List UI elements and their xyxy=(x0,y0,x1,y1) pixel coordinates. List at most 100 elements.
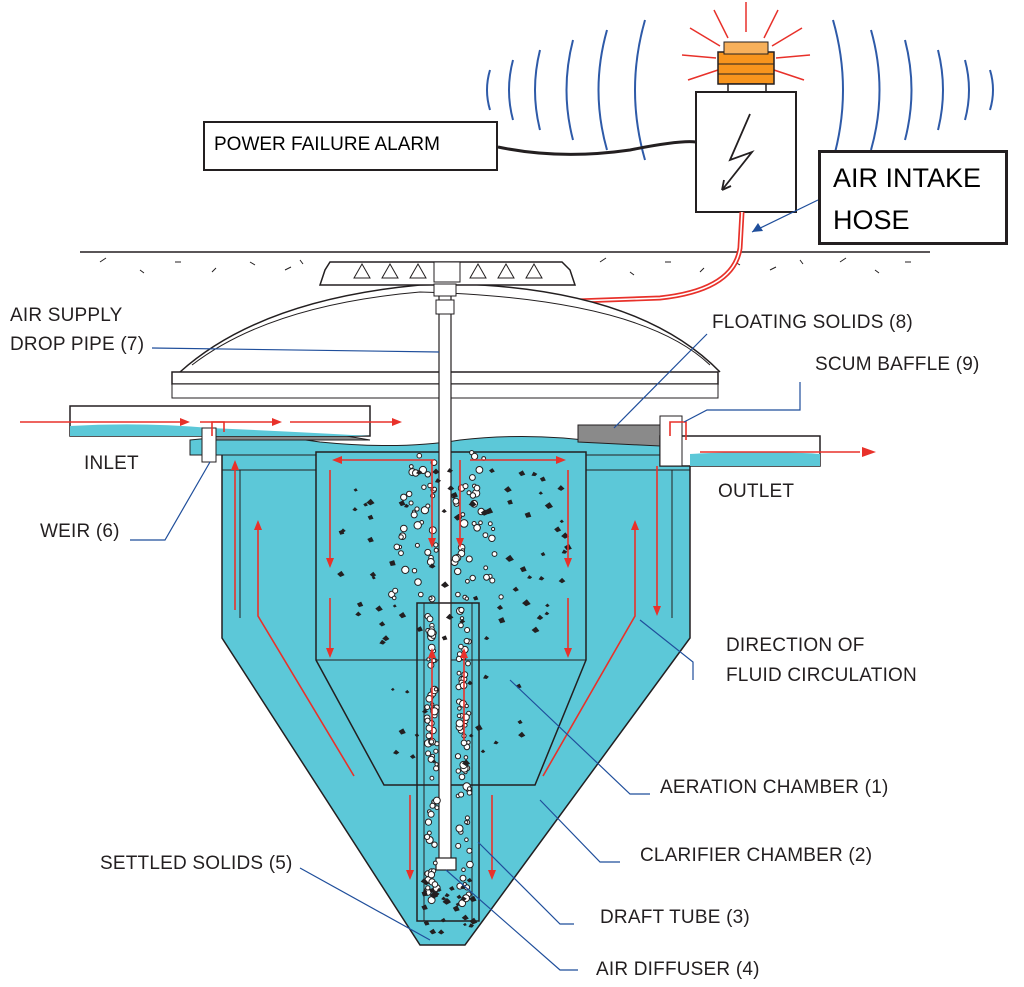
air-diffuser-label: AIR DIFFUSER (4) xyxy=(596,959,760,980)
air-bubble xyxy=(424,704,431,710)
air-bubble xyxy=(393,543,401,551)
solid-particle xyxy=(453,905,460,911)
floating-solids-label: FLOATING SOLIDS (8) xyxy=(712,312,913,333)
air-bubble xyxy=(464,596,469,601)
air-bubble xyxy=(418,591,424,598)
solid-particle xyxy=(559,519,564,523)
air-bubble xyxy=(432,486,438,492)
solid-particle xyxy=(429,887,436,894)
air-bubble xyxy=(489,577,496,584)
air-bubble xyxy=(433,765,440,772)
air-bubble xyxy=(428,596,433,601)
air-supply-label-line2: DROP PIPE (7) xyxy=(10,334,145,355)
air-bubble xyxy=(455,719,464,728)
solid-particle xyxy=(466,877,473,883)
solid-particle xyxy=(434,478,441,483)
air-bubble xyxy=(487,521,493,527)
alarm-cable xyxy=(497,140,697,156)
solid-particle xyxy=(403,503,410,508)
solid-particle xyxy=(488,468,495,474)
solid-particle xyxy=(468,923,475,928)
air-bubble xyxy=(498,594,504,600)
solid-particle xyxy=(441,635,448,641)
solid-particle xyxy=(429,928,437,935)
solid-particle xyxy=(540,552,546,557)
air-bubble xyxy=(401,565,410,575)
air-bubble xyxy=(459,874,467,882)
air-bubble xyxy=(458,791,465,798)
solid-particle xyxy=(467,680,473,686)
solid-particle xyxy=(421,904,428,911)
air-bubble xyxy=(469,574,476,582)
solid-particle xyxy=(557,485,565,491)
air-bubble xyxy=(424,818,433,826)
air-bubble xyxy=(433,748,439,754)
air-bubble xyxy=(431,841,438,848)
solid-particle xyxy=(445,613,454,620)
solid-particle xyxy=(456,894,462,900)
solid-particle xyxy=(379,639,386,645)
air-bubble xyxy=(483,573,490,581)
flow-arrows xyxy=(20,421,860,870)
air-intake-hose-text-line1: AIR INTAKE xyxy=(833,163,982,193)
solid-particle xyxy=(398,500,406,507)
lightning-bolt-icon xyxy=(721,113,755,191)
air-bubble xyxy=(410,511,418,519)
solid-particle xyxy=(460,884,466,890)
air-bubble xyxy=(426,615,434,623)
power-failure-alarm-text: POWER FAILURE ALARM xyxy=(214,134,440,155)
air-bubble xyxy=(426,558,435,566)
solid-particle xyxy=(366,498,375,506)
solid-particle xyxy=(355,611,362,617)
air-bubble xyxy=(451,554,460,563)
air-bubble xyxy=(428,739,435,745)
air-bubble xyxy=(462,483,469,490)
air-bubble xyxy=(454,753,462,760)
air-bubble xyxy=(482,532,489,538)
air-bubble xyxy=(456,670,462,676)
air-bubble xyxy=(464,627,471,633)
air-intake-hose-text-line2: HOSE xyxy=(833,205,910,235)
air-bubble xyxy=(464,820,469,825)
solid-particle xyxy=(428,563,436,569)
aeration-chamber-label: AERATION CHAMBER (1) xyxy=(660,777,889,798)
air-bubble xyxy=(400,524,408,533)
alarm-signal-waves xyxy=(486,19,994,161)
solid-particle xyxy=(469,895,477,903)
access-cover xyxy=(318,261,577,286)
solid-particle xyxy=(404,689,410,694)
inlet-label: INLET xyxy=(84,453,139,474)
solid-particle xyxy=(483,635,490,641)
air-bubble xyxy=(391,595,397,601)
solid-particle xyxy=(352,507,358,512)
solid-particle xyxy=(431,759,437,764)
weir-label: WEIR (6) xyxy=(40,521,120,542)
draft-tube-label: DRAFT TUBE (3) xyxy=(600,907,750,928)
air-bubble xyxy=(433,547,439,553)
air-bubble xyxy=(452,497,460,505)
air-bubble xyxy=(424,471,431,478)
air-bubble xyxy=(434,805,440,811)
air-bubble xyxy=(455,824,464,833)
air-bubble xyxy=(457,706,462,711)
solid-particle xyxy=(496,604,504,610)
air-bubble xyxy=(426,657,431,662)
solid-particle xyxy=(423,880,430,886)
air-bubble xyxy=(461,867,466,873)
settled-solids-label: SETTLED SOLIDS (5) xyxy=(100,853,293,874)
air-bubble xyxy=(427,830,432,836)
solid-particle xyxy=(498,617,506,624)
solid-particle xyxy=(461,759,471,766)
solid-particle xyxy=(536,614,544,620)
solid-particle xyxy=(518,731,526,738)
solid-particle xyxy=(433,891,440,897)
air-bubble xyxy=(456,713,462,719)
solid-particle xyxy=(517,719,523,725)
power-failure-alarm-label: POWER FAILURE ALARM xyxy=(203,121,498,171)
air-bubble xyxy=(406,490,413,498)
solid-particle xyxy=(398,612,407,619)
air-bubble xyxy=(408,500,414,506)
solid-particle xyxy=(522,599,531,607)
air-bubble xyxy=(429,802,436,809)
air-bubble xyxy=(491,526,496,532)
